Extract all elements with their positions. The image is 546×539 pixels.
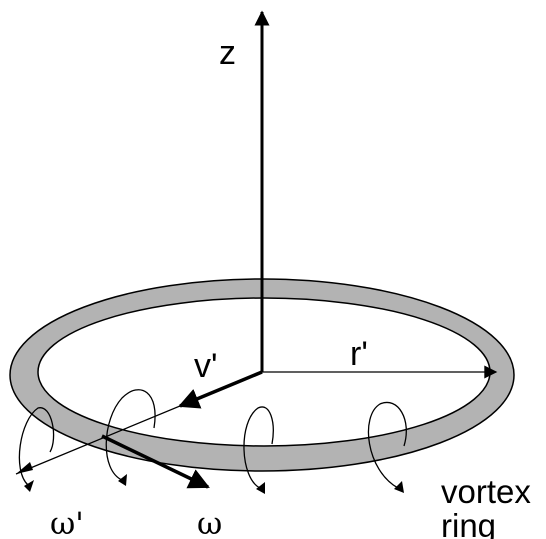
r-prime-label: r'	[350, 335, 368, 373]
omega-label: ω	[197, 506, 222, 539]
circulation-loop-4	[367, 401, 407, 493]
vortex-label: vortex	[441, 473, 531, 510]
circulation-loop-2	[105, 389, 156, 486]
v-prime-arrow	[178, 370, 263, 409]
omega-arrow	[101, 434, 210, 489]
circulation-loop-3	[243, 406, 274, 494]
z-axis-label: z	[219, 34, 236, 72]
circulation-loop-1	[18, 407, 55, 492]
omega-prime-label: ω'	[50, 506, 84, 539]
v-prime-label: v'	[194, 347, 218, 385]
omega-prime-axis-arrowhead	[16, 462, 33, 474]
ring-label: ring	[441, 507, 496, 539]
